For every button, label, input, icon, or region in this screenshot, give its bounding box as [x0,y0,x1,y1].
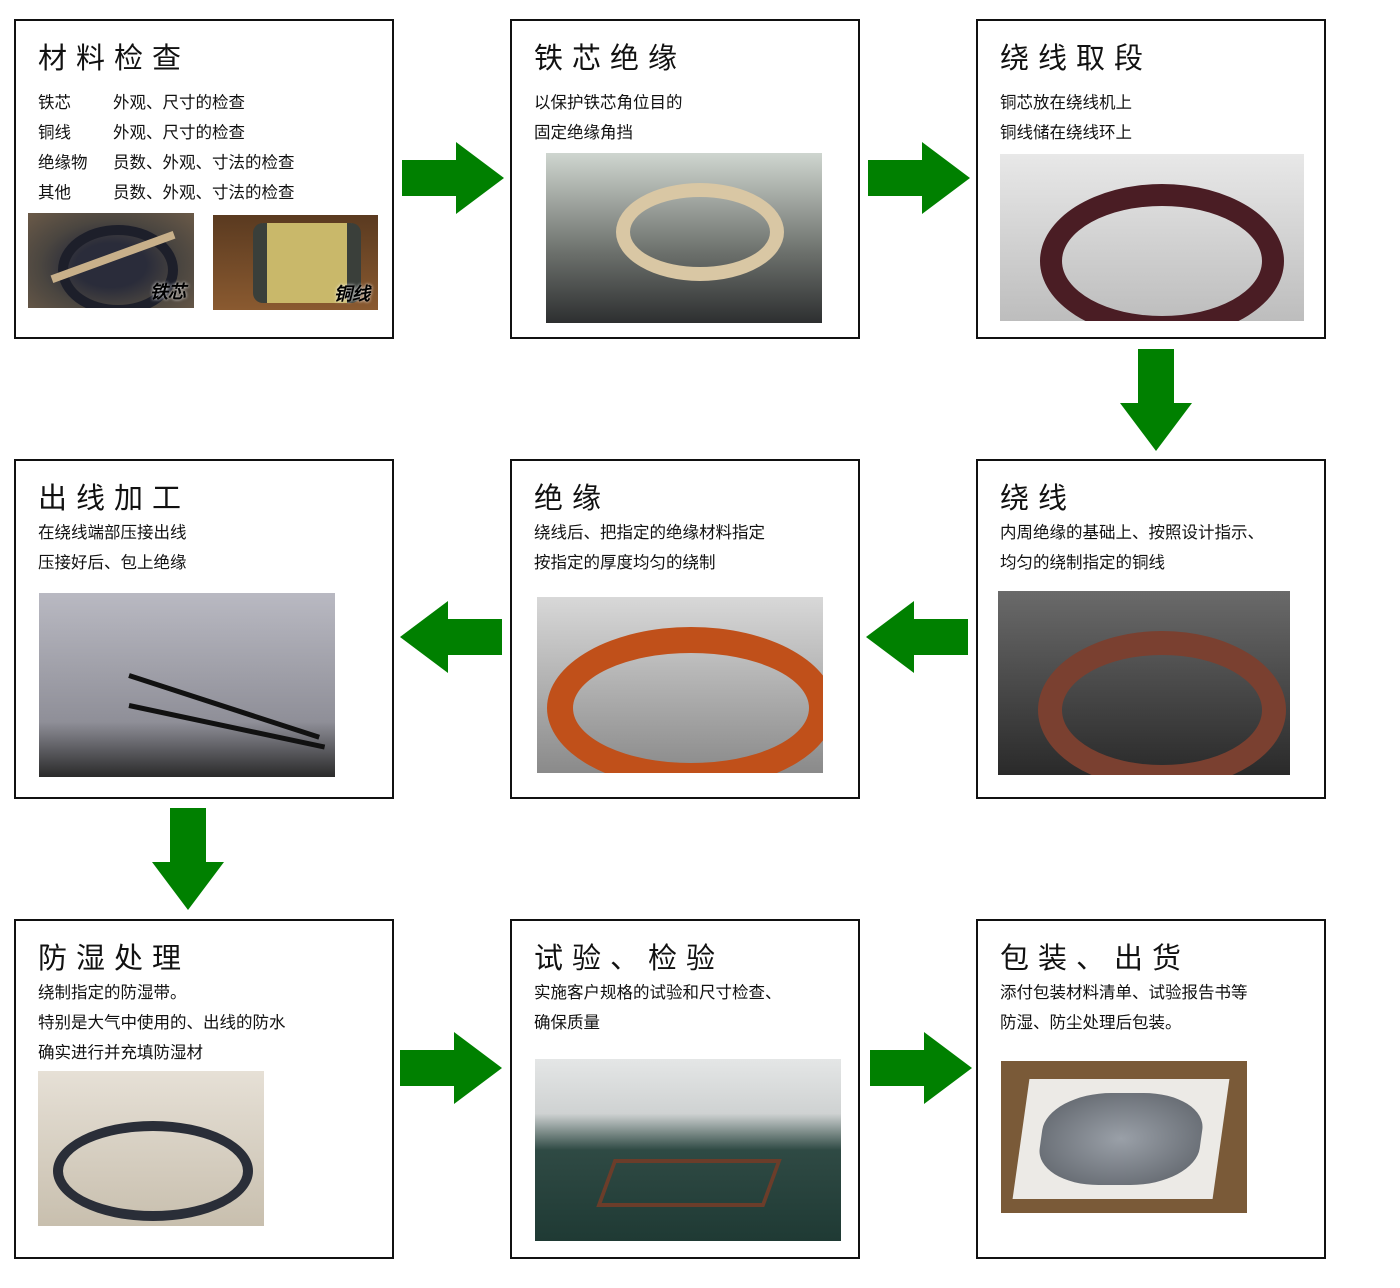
step-text: 确实进行并充填防湿材 [38,1043,203,1062]
step-text: 铜芯放在绕线机上 [1000,93,1132,112]
row-label: 铜线 [38,123,71,142]
step-title: 试验、检验 [534,941,725,975]
photo-label: 铁芯 [150,282,186,303]
step-title: 包装、出货 [1000,941,1191,975]
step-moisture-proofing: 防湿处理 绕制指定的防湿带。 特别是大气中使用的、出线的防水 确实进行并充填防湿… [14,919,394,1259]
arrow-right-icon [402,142,504,214]
step-title: 绕线 [1000,481,1077,515]
row-text: 员数、外观、寸法的检查 [113,153,295,172]
step-title: 铁芯绝缘 [534,41,687,75]
iron-core-photo: 铁芯 [28,213,194,308]
step-text: 在绕线端部压接出线 [38,523,187,542]
step-title: 材料检查 [38,41,191,75]
step-title: 绕线取段 [1000,41,1153,75]
step-text: 压接好后、包上绝缘 [38,553,187,572]
step-title: 出线加工 [38,481,191,515]
step-text: 添付包装材料清单、试验报告书等 [1000,983,1248,1002]
testing-photo [535,1059,841,1241]
row-text: 员数、外观、寸法的检查 [113,183,295,202]
lead-processing-photo [39,593,335,777]
step-core-insulation: 铁芯绝缘 以保护铁芯角位目的 固定绝缘角挡 [510,19,860,339]
step-text: 防湿、防尘处理后包装。 [1000,1013,1182,1032]
step-lead-processing: 出线加工 在绕线端部压接出线 压接好后、包上绝缘 [14,459,394,799]
packing-photo [1001,1061,1247,1213]
row-label: 其他 [38,183,71,202]
arrow-right-icon [868,142,970,214]
step-text: 固定绝缘角挡 [534,123,633,142]
winding-photo [998,591,1290,775]
step-text: 铜线储在绕线环上 [1000,123,1132,142]
arrow-down-icon [1120,349,1192,451]
step-insulation: 绝缘 绕线后、把指定的绝缘材料指定 按指定的厚度均匀的绕制 [510,459,860,799]
step-winding-prep: 绕线取段 铜芯放在绕线机上 铜线储在绕线环上 [976,19,1326,339]
step-material-inspection: 材料检查 铁芯 外观、尺寸的检查 铜线 外观、尺寸的检查 绝缘物 员数、外观、寸… [14,19,394,339]
photo-label: 铜线 [334,284,370,305]
step-winding: 绕线 内周绝缘的基础上、按照设计指示、 均匀的绕制指定的铜线 [976,459,1326,799]
row-text: 外观、尺寸的检查 [113,93,245,112]
step-title: 绝缘 [534,481,611,515]
core-insulation-photo [546,153,822,323]
step-text: 内周绝缘的基础上、按照设计指示、 [1000,523,1264,542]
arrow-right-icon [400,1032,502,1104]
row-label: 铁芯 [38,93,71,112]
arrow-left-icon [400,601,502,673]
step-testing: 试验、检验 实施客户规格的试验和尺寸检查、 确保质量 [510,919,860,1259]
step-text: 绕线后、把指定的绝缘材料指定 [534,523,765,542]
step-text: 绕制指定的防湿带。 [38,983,187,1002]
arrow-right-icon [870,1032,972,1104]
copper-wire-photo: 铜线 [213,215,378,310]
arrow-left-icon [866,601,968,673]
row-text: 外观、尺寸的检查 [113,123,245,142]
step-title: 防湿处理 [38,941,191,975]
insulation-photo [537,597,823,773]
step-text: 以保护铁芯角位目的 [534,93,683,112]
step-text: 特别是大气中使用的、出线的防水 [38,1013,286,1032]
arrow-down-icon [152,808,224,910]
step-text: 确保质量 [534,1013,600,1032]
step-text: 按指定的厚度均匀的绕制 [534,553,716,572]
step-packing-shipping: 包装、出货 添付包装材料清单、试验报告书等 防湿、防尘处理后包装。 [976,919,1326,1259]
winding-prep-photo [1000,154,1304,321]
step-text: 均匀的绕制指定的铜线 [1000,553,1165,572]
row-label: 绝缘物 [38,153,88,172]
moisture-proofing-photo [38,1071,264,1226]
step-text: 实施客户规格的试验和尺寸检查、 [534,983,782,1002]
